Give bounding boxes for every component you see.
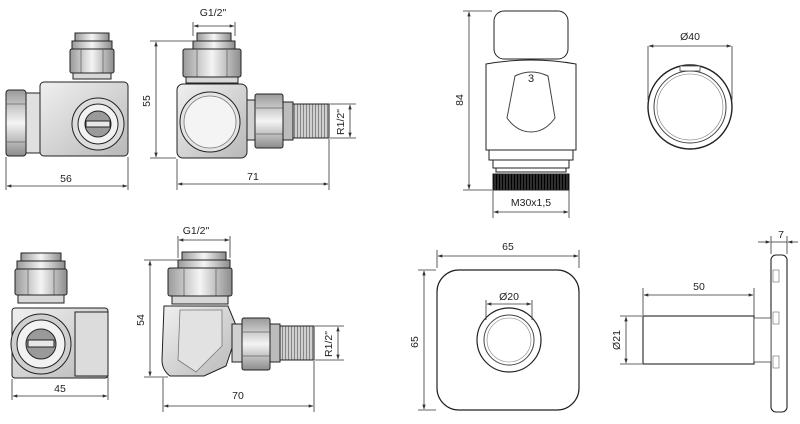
dimension-diameter-knob: Ø40 (647, 31, 733, 100)
rosette-side-view (642, 254, 788, 413)
valve-angle-side-view-top (176, 32, 330, 159)
dimension-thread-head: M30x1,5 (492, 190, 570, 218)
dimension-thickness-plate: 7 (758, 229, 798, 254)
dimension-label: G1/2" (183, 225, 210, 237)
dimension-length-sleeve: 50 (642, 281, 755, 317)
valve-angle-front-view-top (5, 32, 129, 157)
dimension-hole-rosette: Ø20 (485, 291, 533, 320)
dimension-label: 84 (454, 94, 466, 106)
dimension-width-rosette: 65 (436, 241, 580, 268)
dimension-width-view3: 45 (11, 377, 109, 400)
dimension-label: Ø21 (611, 330, 623, 350)
dimension-label: Ø40 (680, 31, 700, 43)
dimension-label: 55 (141, 95, 153, 107)
dimension-label: R1/2" (335, 109, 347, 135)
dimension-label: 45 (54, 383, 66, 395)
valve-straight-front-view-bottom (10, 252, 109, 379)
dimension-label: 70 (232, 390, 244, 402)
dimension-label: M30x1,5 (511, 197, 551, 209)
valve-straight-side-view-bottom (161, 251, 315, 377)
dimension-width-view1: 56 (5, 157, 129, 190)
dimension-thread-side-view2: R1/2" (330, 103, 356, 139)
dimension-height-rosette: 65 (409, 269, 436, 411)
dimension-thread-side-view4: R1/2" (315, 325, 344, 361)
setting-number: 3 (528, 73, 534, 85)
dimension-label: 65 (409, 336, 421, 348)
thermostatic-head-side-view: 3 (485, 10, 577, 191)
dimension-thread-top-view4: G1/2" (177, 225, 231, 258)
dimension-thread-top-view2: G1/2" (192, 7, 236, 36)
dimension-width-view4: 70 (162, 361, 315, 412)
dimension-height-head: 84 (454, 10, 492, 191)
rosette-front-view (436, 269, 580, 411)
knob-top-view (647, 64, 733, 150)
dimension-label: 71 (247, 171, 259, 183)
dimension-diameter-sleeve: Ø21 (611, 315, 642, 365)
dimension-label: R1/2" (323, 331, 335, 357)
dimension-height-view2: 55 (141, 40, 198, 159)
dimension-label: 54 (135, 314, 147, 326)
dimension-label: G1/2" (200, 7, 227, 19)
dimension-label: 65 (502, 241, 514, 253)
dimension-width-view2: 71 (176, 139, 330, 190)
dimension-label: 50 (693, 281, 705, 293)
dimension-label: Ø20 (499, 291, 519, 303)
dimension-label: 7 (778, 229, 784, 241)
dimension-label: 56 (60, 173, 72, 185)
dimension-height-view4: 54 (135, 259, 180, 378)
